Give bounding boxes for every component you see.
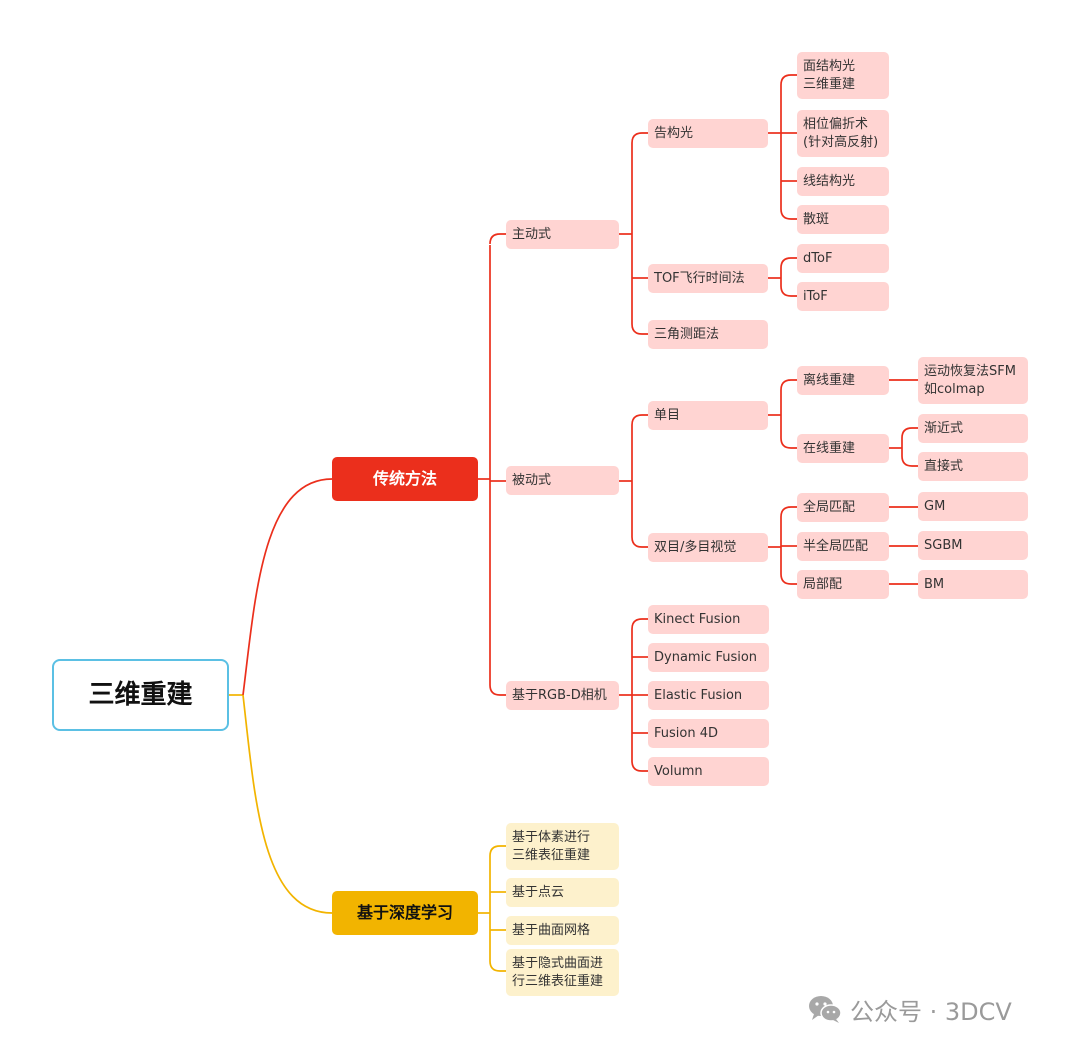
bm-node[interactable]: BM: [918, 570, 1028, 599]
sgbm-node[interactable]: SGBM: [918, 531, 1028, 560]
point-cloud-node[interactable]: 基于点云: [506, 878, 619, 907]
direct-node[interactable]: 直接式: [918, 452, 1028, 481]
kinect-fusion-node[interactable]: Kinect Fusion: [648, 605, 769, 634]
dynamic-fusion-node[interactable]: Dynamic Fusion: [648, 643, 769, 672]
volumn-node[interactable]: Volumn: [648, 757, 769, 786]
sfm-node[interactable]: 运动恢复法SFM 如colmap: [918, 357, 1028, 404]
rgbd-node[interactable]: 基于RGB-D相机: [506, 681, 619, 710]
fusion-4d-node[interactable]: Fusion 4D: [648, 719, 769, 748]
semi-global-matching-node[interactable]: 半全局匹配: [797, 532, 889, 561]
passive-node[interactable]: 被动式: [506, 466, 619, 495]
offline-reconstruction-node[interactable]: 离线重建: [797, 366, 889, 395]
tof-node[interactable]: TOF飞行时间法: [648, 264, 768, 293]
local-matching-node[interactable]: 局部配: [797, 570, 889, 599]
monocular-node[interactable]: 单目: [648, 401, 768, 430]
voxel-based-node[interactable]: 基于体素进行 三维表征重建: [506, 823, 619, 870]
speckle-node[interactable]: 散斑: [797, 205, 889, 234]
root-node[interactable]: 三维重建: [52, 659, 229, 731]
deep-learning-node[interactable]: 基于深度学习: [332, 891, 478, 935]
stereo-node[interactable]: 双目/多目视觉: [648, 533, 768, 562]
elastic-fusion-node[interactable]: Elastic Fusion: [648, 681, 769, 710]
traditional-methods-node[interactable]: 传统方法: [332, 457, 478, 501]
dtof-node[interactable]: dToF: [797, 244, 889, 273]
area-structured-light-node[interactable]: 面结构光 三维重建: [797, 52, 889, 99]
online-reconstruction-node[interactable]: 在线重建: [797, 434, 889, 463]
watermark-text: 公众号 · 3DCV: [850, 997, 1012, 1026]
triangulation-node[interactable]: 三角测距法: [648, 320, 768, 349]
implicit-surface-node[interactable]: 基于隐式曲面进 行三维表征重建: [506, 949, 619, 996]
structured-light-node[interactable]: 告构光: [648, 119, 768, 148]
gm-node[interactable]: GM: [918, 492, 1028, 521]
phase-deflectometry-node[interactable]: 相位偏折术 (针对高反射): [797, 110, 889, 157]
active-node[interactable]: 主动式: [506, 220, 619, 249]
global-matching-node[interactable]: 全局匹配: [797, 493, 889, 522]
wechat-icon: [809, 996, 842, 1023]
watermark: 公众号 · 3DCV: [808, 989, 1012, 1029]
mesh-based-node[interactable]: 基于曲面网格: [506, 916, 619, 945]
itof-node[interactable]: iToF: [797, 282, 889, 311]
line-structured-light-node[interactable]: 线结构光: [797, 167, 889, 196]
incremental-node[interactable]: 渐近式: [918, 414, 1028, 443]
